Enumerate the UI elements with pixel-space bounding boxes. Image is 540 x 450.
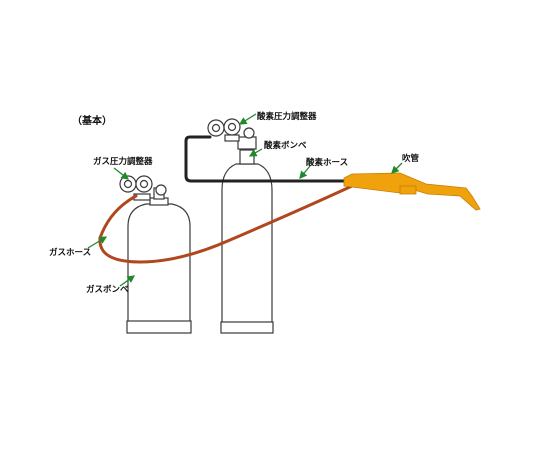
gas-cylinder — [126, 197, 192, 334]
gas-hose — [98, 184, 354, 264]
gas-hose-arrow — [87, 236, 108, 249]
torch-arrow — [391, 162, 403, 174]
label-oxygen-regulator: 酸素圧力調整器 — [257, 111, 317, 122]
label-gas-regulator: ガス圧力調整器 — [93, 156, 153, 167]
gas-regulator-arrow — [113, 167, 130, 180]
label-gas-cylinder: ガスボンベ — [86, 284, 129, 295]
gas-regulator — [119, 175, 167, 201]
label-oxygen-cylinder: 酸素ボンベ — [264, 140, 307, 151]
torch — [343, 172, 481, 211]
label-torch: 吹管 — [402, 153, 420, 164]
diagram-title: （基本） — [72, 114, 112, 127]
label-oxygen-hose: 酸素ホース — [306, 157, 348, 168]
oxygen-cylinder-arrow — [248, 148, 263, 157]
oxygen-regulator-arrow — [238, 113, 257, 125]
gas-cylinder-arrow — [119, 275, 136, 287]
label-gas-hose: ガスホース — [49, 247, 91, 258]
oxygen-cylinder — [220, 149, 274, 334]
oxygen-hose-arrow — [299, 165, 311, 179]
oxygen-regulator — [207, 118, 257, 150]
oxygen-hose — [184, 135, 354, 183]
leader-arrows — [87, 113, 403, 287]
